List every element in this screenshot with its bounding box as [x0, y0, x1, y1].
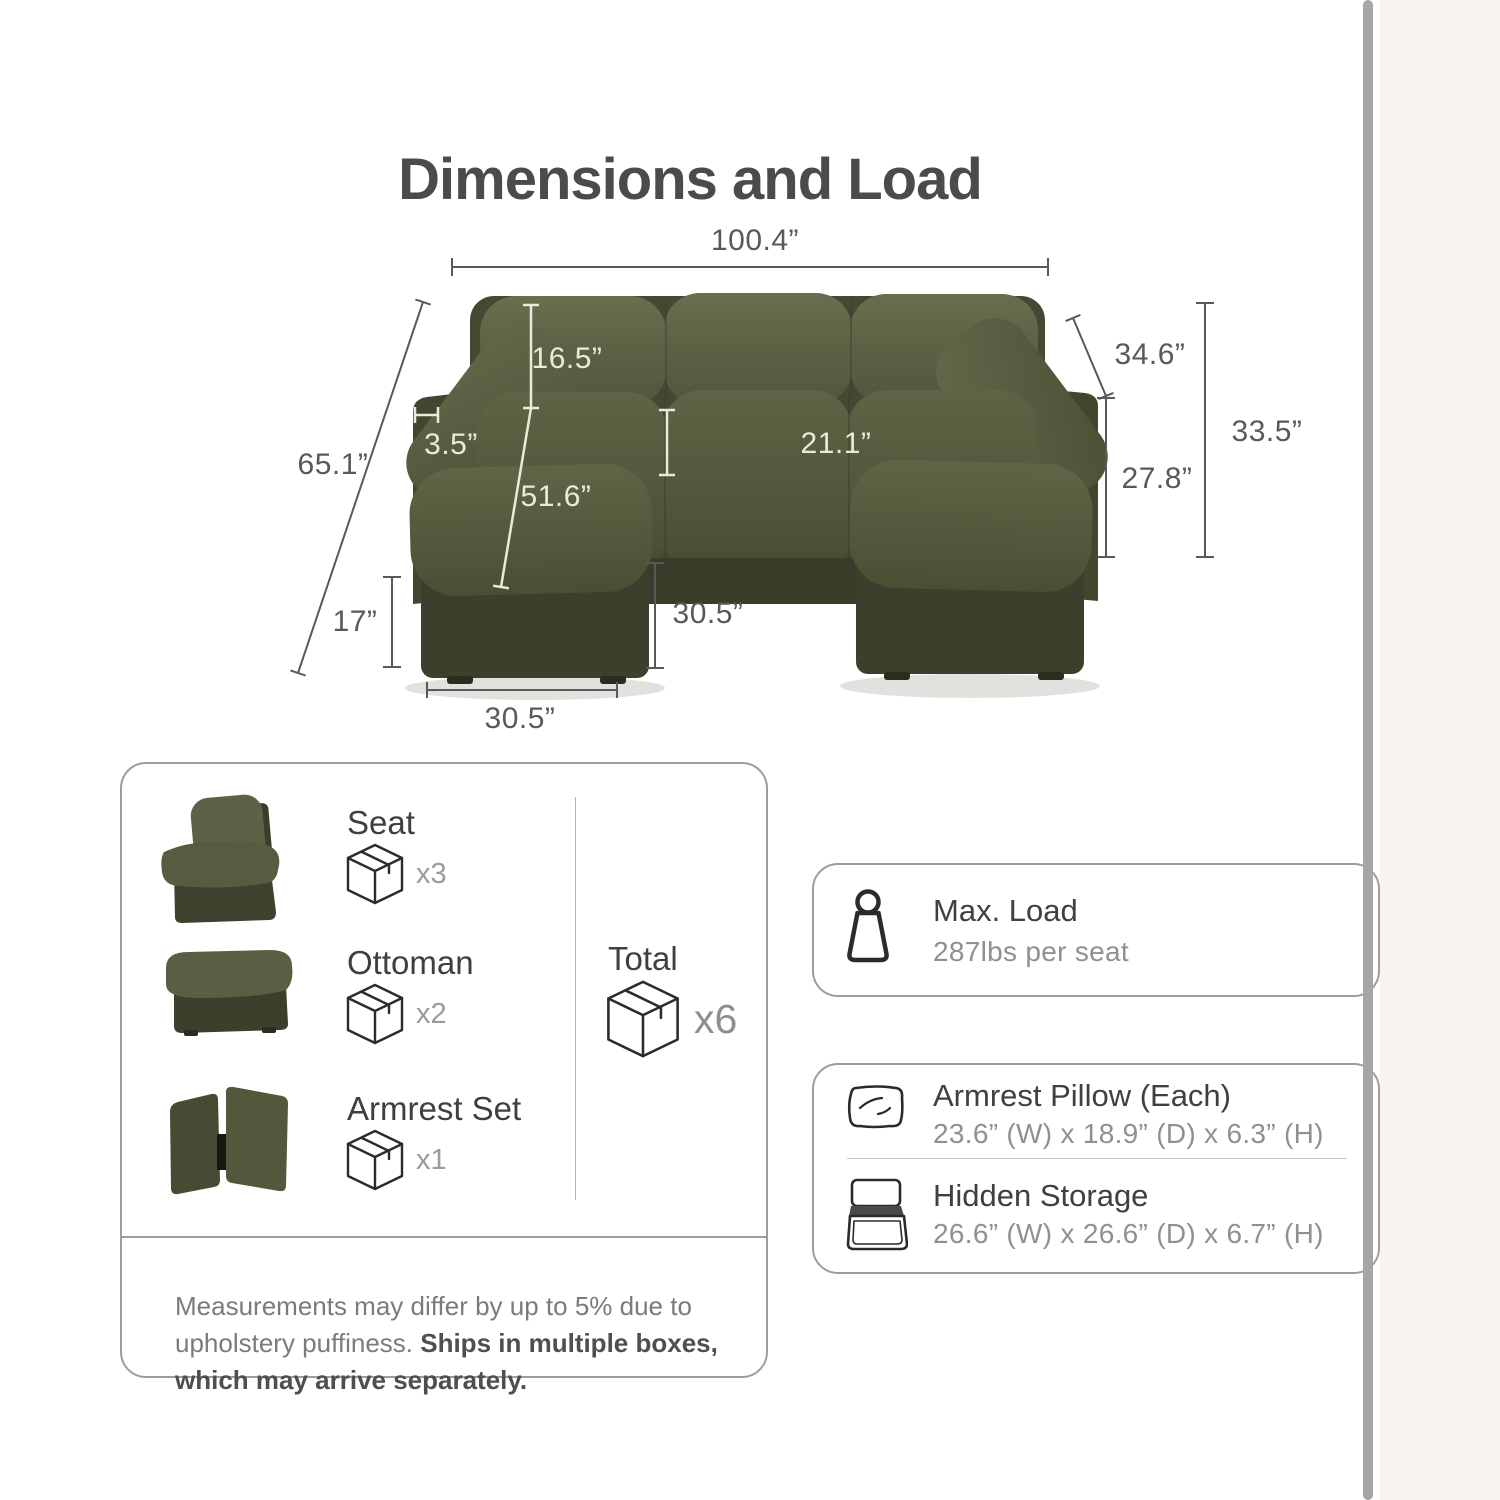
dim-seat-depth: 21.1” [800, 427, 872, 460]
total-count: x6 [694, 996, 738, 1042]
max-load-title: Max. Load [933, 893, 1078, 928]
ottoman-thumbnail [166, 950, 293, 1036]
dim-ottoman-height: 17” [332, 605, 378, 638]
shipping-box-icon [346, 843, 404, 905]
pillow-icon [847, 1085, 904, 1129]
module-count-armrest-set: x1 [416, 1144, 447, 1176]
shipping-box-icon-total [607, 980, 679, 1058]
dim-ottoman-width: 30.5” [484, 702, 556, 735]
disclaimer-text: Measurements may differ by up to 5% due … [175, 1288, 737, 1399]
storage-panel-divider [847, 1158, 1347, 1159]
module-label-seat: Seat [347, 804, 415, 841]
dimension-lines-light [413, 303, 675, 590]
page-title: Dimensions and Load [398, 147, 983, 212]
max-load-panel [812, 863, 1380, 997]
total-label: Total [608, 940, 678, 977]
scrollbar[interactable] [1363, 0, 1373, 1500]
disclaimer-bold: Ships in multiple boxes, which may arriv… [175, 1328, 718, 1395]
hidden-storage-value: 26.6” (W) x 26.6” (D) x 6.7” (H) [933, 1218, 1324, 1249]
armrest-pillow-title: Armrest Pillow (Each) [933, 1078, 1231, 1113]
dim-overall-depth: 65.1” [297, 448, 369, 481]
seat-thumbnail [161, 794, 280, 923]
dim-seat-front-height: 30.5” [672, 597, 744, 630]
module-count-seat: x3 [416, 858, 447, 890]
dim-seat-ottoman-depth: 51.6” [520, 480, 592, 513]
modules-panel-divider [122, 1236, 766, 1238]
dim-back-cushion-height: 16.5” [531, 342, 603, 375]
total-divider [575, 797, 576, 1200]
module-label-armrest-set: Armrest Set [347, 1090, 522, 1127]
dim-overall-width: 100.4” [710, 224, 800, 257]
module-label-ottoman: Ottoman [347, 944, 474, 981]
armrest-pillow-value: 23.6” (W) x 18.9” (D) x 6.3” (H) [933, 1118, 1324, 1149]
max-load-value: 287lbs per seat [933, 936, 1129, 967]
storage-box-icon [846, 1178, 908, 1251]
dim-overall-height: 33.5” [1231, 415, 1303, 448]
page-side-panel [1380, 0, 1500, 1500]
sofa-illustration [290, 258, 1214, 700]
module-count-ottoman: x2 [416, 998, 447, 1030]
dim-armrest-inset: 3.5” [424, 428, 478, 461]
weight-icon [847, 889, 889, 963]
shipping-box-icon [346, 1129, 404, 1191]
armrest-set-thumbnail [170, 1086, 288, 1195]
shipping-box-icon [346, 983, 404, 1045]
dim-armrest-pillow-height: 34.6” [1114, 338, 1186, 371]
hidden-storage-title: Hidden Storage [933, 1178, 1149, 1213]
disclaimer-normal: Measurements may differ by up to 5% due … [175, 1291, 692, 1358]
dim-arm-height: 27.8” [1121, 462, 1193, 495]
dimension-lines-dark [290, 258, 1214, 698]
